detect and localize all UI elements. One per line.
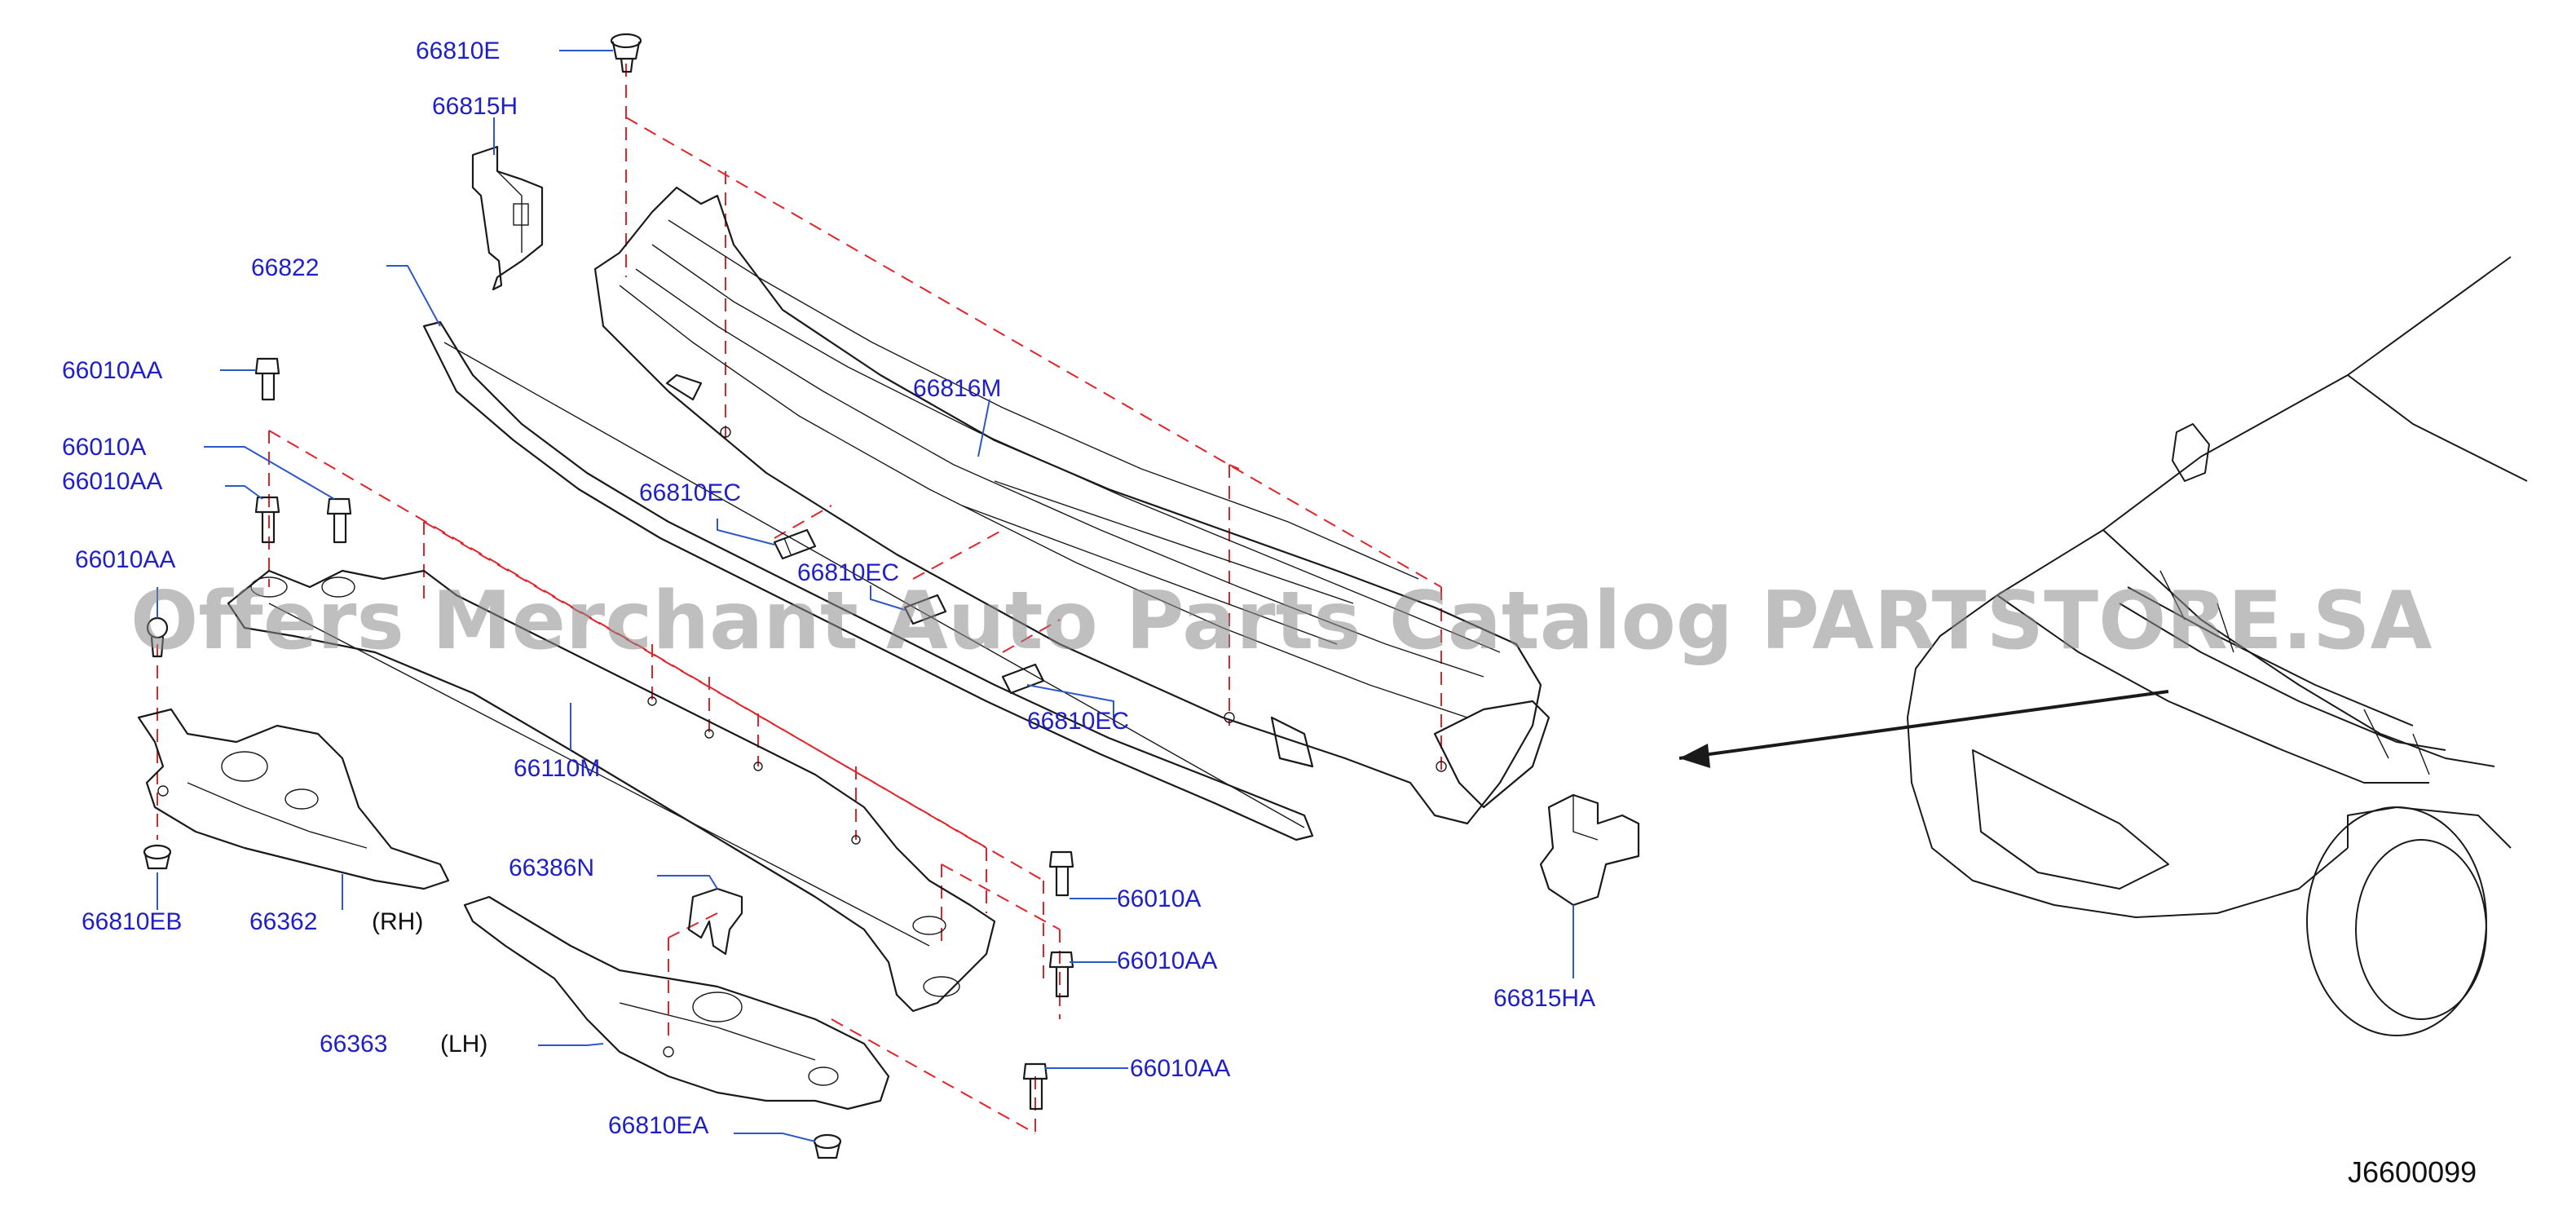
- cowl-panel-66110m: [227, 569, 996, 1013]
- label-66816m[interactable]: 66816M: [913, 375, 1001, 402]
- bracket-66815h: [471, 145, 544, 291]
- label-66363[interactable]: 66363: [320, 1031, 387, 1058]
- leader-lines: [157, 50, 1574, 1142]
- label-66815ha[interactable]: 66815HA: [1493, 985, 1595, 1012]
- bolt-66010a-2: [1048, 850, 1074, 897]
- label-66822[interactable]: 66822: [251, 254, 319, 281]
- cowl-seal-66822: [422, 320, 1314, 841]
- label-66010a-1[interactable]: 66010A: [62, 434, 146, 461]
- label-66110m[interactable]: 66110M: [514, 755, 600, 782]
- label-66810ec-1[interactable]: 66810EC: [639, 479, 741, 506]
- clip-66810ec-1: [773, 528, 817, 560]
- label-66010aa-3[interactable]: 66010AA: [75, 546, 175, 573]
- bolt-66010aa-4: [1048, 951, 1074, 998]
- label-66010aa-1[interactable]: 66010AA: [62, 357, 162, 384]
- label-66810e[interactable]: 66810E: [416, 38, 500, 64]
- label-66810ec-2[interactable]: 66810EC: [797, 559, 899, 586]
- extension-panel-lh-66363: [463, 895, 890, 1111]
- label-66810ec-3[interactable]: 66810EC: [1027, 708, 1129, 735]
- extension-panel-rh-66362: [137, 708, 450, 890]
- label-66810eb[interactable]: 66810EB: [82, 908, 182, 935]
- vehicle-locator-view: [1678, 256, 2528, 1036]
- label-66362[interactable]: 66362: [249, 908, 317, 935]
- assembly-guide-lines: [157, 64, 1442, 1134]
- label-66815h[interactable]: 66815H: [432, 93, 518, 120]
- part-labels: 66810E 66815H 66822 66010AA 66010A 66010…: [62, 38, 1595, 1139]
- bolt-66010a-1: [326, 497, 352, 544]
- bolt-66010aa-1: [254, 357, 280, 401]
- label-rh: (RH): [372, 908, 423, 935]
- clip-66810ec-3: [1001, 663, 1045, 695]
- cowl-top-panel: [593, 186, 1550, 825]
- label-66010aa-5[interactable]: 66010AA: [1130, 1055, 1230, 1082]
- label-66010a-2[interactable]: 66010A: [1117, 885, 1201, 912]
- clip-66810eb: [143, 844, 172, 870]
- bolt-66010aa-2: [254, 496, 280, 544]
- bracket-66815ha: [1539, 793, 1640, 907]
- clip-66810ea: [813, 1133, 842, 1159]
- diagram-reference-code: J6600099: [2348, 1155, 2477, 1189]
- clip-66810e: [610, 33, 642, 73]
- watermark-text: Offers Merchant Auto Parts Catalog PARTS…: [130, 575, 2433, 668]
- bolt-66010aa-5: [1022, 1062, 1048, 1111]
- label-66010aa-2[interactable]: 66010AA: [62, 468, 162, 495]
- label-lh: (LH): [440, 1031, 487, 1058]
- clip-66810ec-2: [903, 594, 947, 625]
- fasteners: [143, 33, 1074, 1159]
- bracket-66386n: [687, 887, 743, 956]
- label-66386n[interactable]: 66386N: [509, 855, 594, 881]
- label-66810ea[interactable]: 66810EA: [608, 1112, 708, 1139]
- label-66010aa-4[interactable]: 66010AA: [1117, 947, 1217, 974]
